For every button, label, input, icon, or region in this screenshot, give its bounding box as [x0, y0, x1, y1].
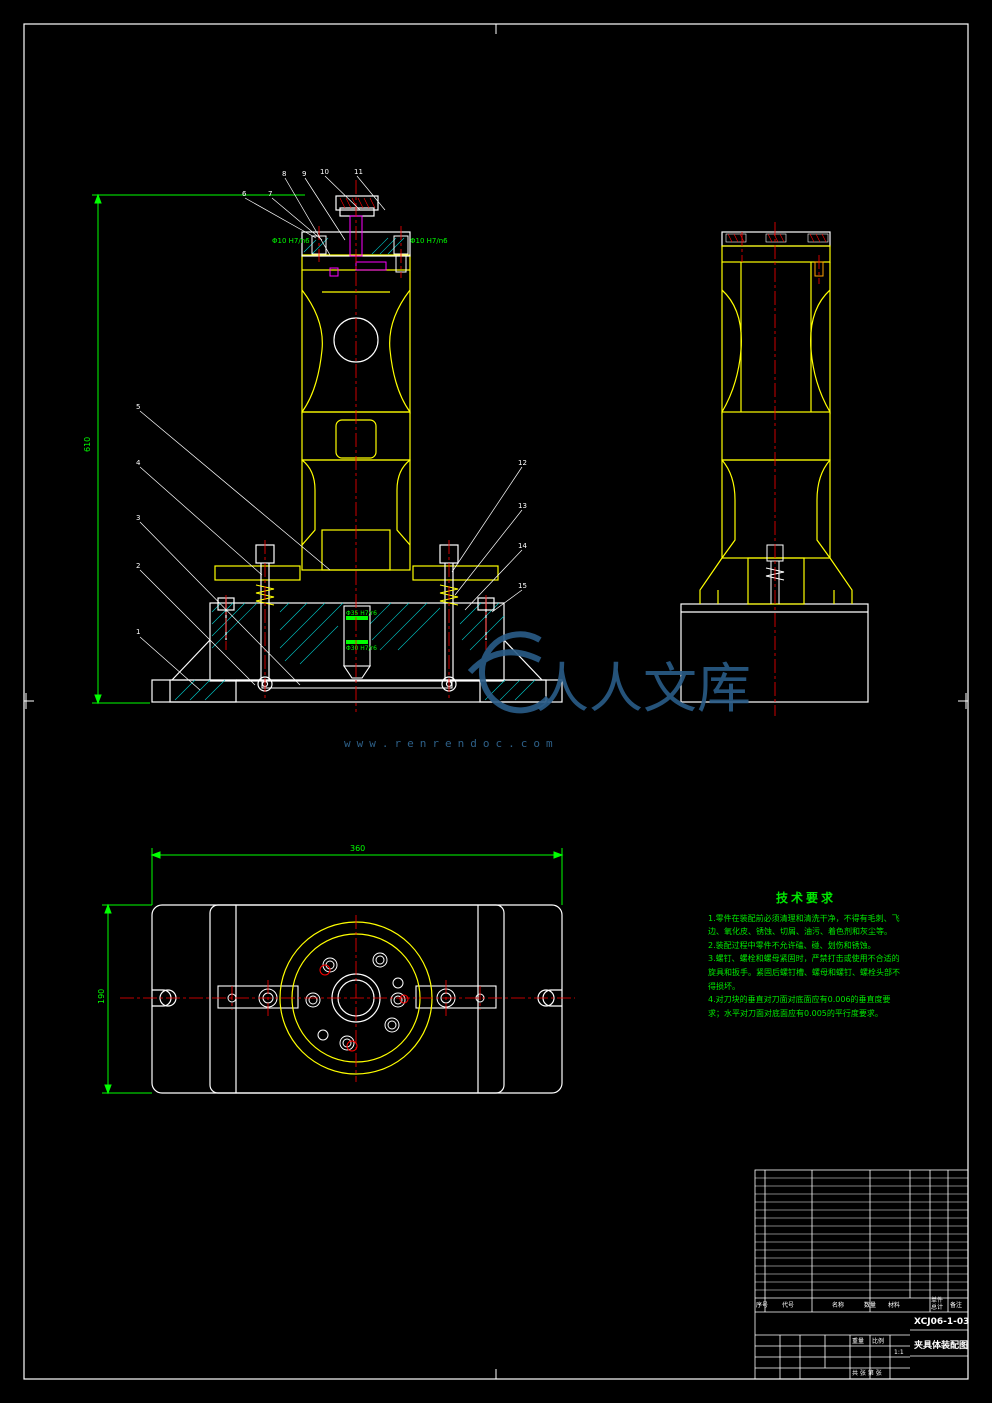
top-plate-hatch: [303, 237, 405, 255]
header-unit: 单件: [931, 1296, 943, 1304]
side-column: [699, 245, 853, 605]
scale-label: 比例: [872, 1337, 884, 1345]
callout-6: 6: [242, 190, 247, 198]
drawing-title: 夹具体装配图: [914, 1339, 968, 1351]
header-name: 名称: [832, 1301, 844, 1309]
length-dimension: [150, 848, 564, 905]
tech-req-item-2: 2.装配过程中零件不允许磕、碰、划伤和锈蚀。: [708, 940, 876, 950]
top-base-outline: [151, 904, 563, 1094]
callout-9: 9: [302, 170, 306, 178]
callout-12: 12: [518, 459, 527, 467]
title-block: [754, 1169, 969, 1380]
watermark-logo: [467, 631, 551, 714]
title-block-header: 序号 代号 名称 数量 材料 单件 总计 备注 重量 比例 1:1 共 张 第 …: [756, 1296, 962, 1377]
header-note: 备注: [950, 1301, 962, 1309]
header-material: 材料: [888, 1301, 900, 1309]
width-dimension-label: 190: [97, 989, 106, 1004]
header-total: 总计: [931, 1303, 943, 1311]
drawing-code: XCJ06-1-03: [914, 1317, 969, 1327]
parts-list-rows: [755, 1177, 968, 1291]
tech-req-item-4: 4.对刀块的垂直对刀面对底面应有0.006的垂直度要求；水平对刀面对底面应有0.…: [708, 995, 891, 1018]
fit-label-right: Φ10 H7/n6: [410, 237, 448, 245]
technical-requirements: 技术要求 1.零件在装配前必须清理和清洗干净，不得有毛刺、飞边、氧化皮、锈蚀、切…: [708, 891, 904, 1020]
clamp-plates: [214, 565, 499, 581]
top-view: 360 190: [97, 844, 575, 1095]
part-callouts: 1 2 3 4 5 6 7 8 9 10 11 12 13 14 15: [136, 168, 527, 636]
callout-15: 15: [518, 582, 527, 590]
watermark-url: www.renrendoc.com: [344, 737, 559, 750]
pin-fits: [346, 616, 368, 644]
scale-value: 1:1: [894, 1349, 904, 1356]
callout-7: 7: [268, 190, 272, 198]
pin-marks: [319, 964, 409, 1052]
height-dimension-label: 610: [83, 437, 92, 452]
callout-2: 2: [136, 562, 140, 570]
fit-label-bore-2: Φ30 H7/r6: [346, 645, 377, 652]
tech-req-title: 技术要求: [775, 891, 836, 905]
watermark-text: 人人文库: [535, 657, 751, 720]
callout-11: 11: [354, 168, 363, 176]
tech-req-item-3: 3.螺钉、螺栓和螺母紧固时，严禁打击或使用不合适的旋具和扳手。紧固后螺钉槽、螺母…: [708, 954, 900, 991]
clamp-bars-top: [217, 985, 497, 1009]
front-centerlines: [225, 180, 487, 712]
drill-bushings: [311, 235, 409, 273]
front-view: 6 10: [83, 168, 563, 712]
sheet-label: 共 张 第 张: [852, 1369, 882, 1377]
top-centerlines: [120, 915, 575, 1082]
lever-bar: [261, 679, 453, 689]
side-view: [680, 222, 869, 716]
callout-1: 1: [136, 628, 140, 636]
leader-lines: [139, 175, 523, 691]
header-code: 代号: [782, 1301, 794, 1309]
callout-5: 5: [136, 403, 140, 411]
fit-label-bore-1: Φ35 H7/r6: [346, 610, 377, 617]
width-dimension: [102, 903, 152, 1095]
callout-3: 3: [136, 514, 140, 522]
callout-14: 14: [518, 542, 527, 550]
fit-label-left: Φ10 H7/n6: [272, 237, 310, 245]
header-qty: 数量: [864, 1301, 876, 1309]
locating-pin: [342, 605, 372, 679]
side-knurl: [725, 233, 829, 243]
frame-center-marks: [24, 24, 968, 1379]
tech-req-item-1: 1.零件在装配前必须清理和清洗干净，不得有毛刺、飞边、氧化皮、锈蚀、切屑、油污、…: [708, 913, 900, 937]
length-dimension-label: 360: [350, 844, 365, 853]
top-knurl: [339, 197, 376, 209]
callout-8: 8: [282, 170, 286, 178]
callout-4: 4: [136, 459, 141, 467]
callout-10: 10: [320, 168, 329, 176]
height-dimension: [92, 193, 305, 705]
callout-13: 13: [518, 502, 527, 510]
side-centerlines: [741, 222, 820, 716]
header-no: 序号: [756, 1301, 768, 1309]
springs: [255, 584, 459, 606]
top-clamp-screw: [329, 215, 387, 277]
mass-label: 重量: [852, 1337, 864, 1345]
